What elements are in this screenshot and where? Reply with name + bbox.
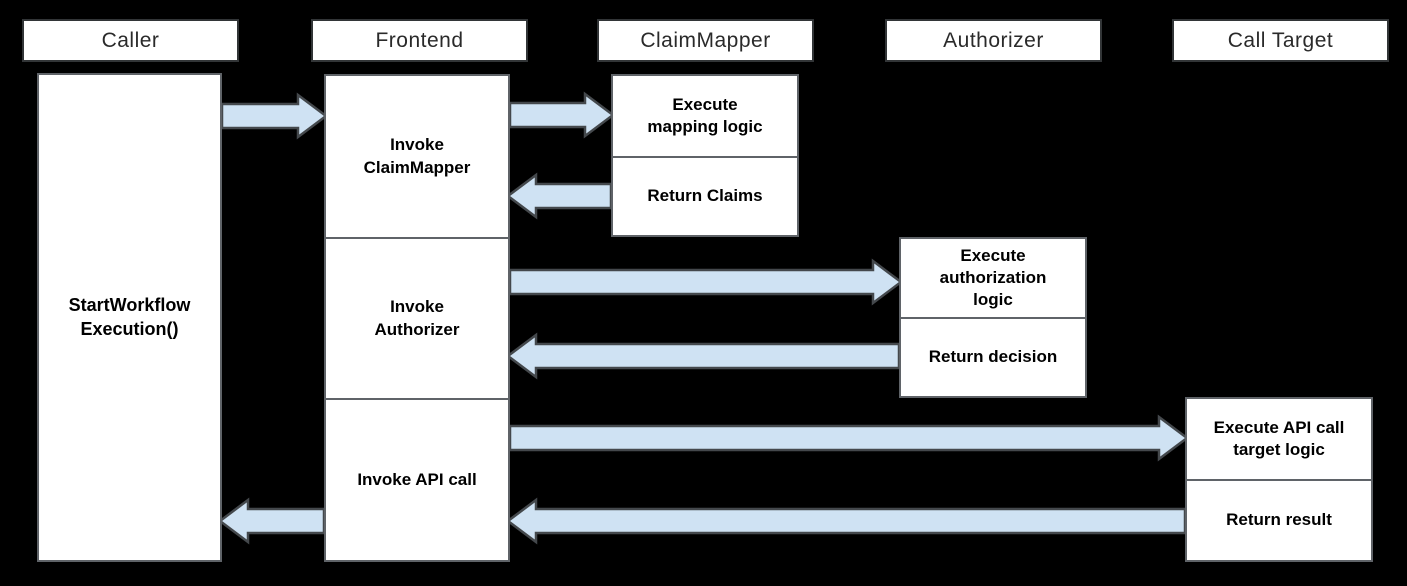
- lane-header-caller: Caller: [22, 19, 239, 62]
- arrow-claimmapper-return-claims: [505, 172, 613, 220]
- caller-activation-box: StartWorkflow Execution(): [37, 73, 222, 562]
- authorizer-step-execute-authorization-logic: Execute authorization logic: [901, 239, 1085, 317]
- claimmapper-activation-stack: Execute mapping logic Return Claims: [611, 74, 799, 237]
- lane-header-label: ClaimMapper: [640, 28, 771, 52]
- step-label: Invoke Authorizer: [374, 297, 460, 339]
- frontend-step-invoke-authorizer: Invoke Authorizer: [326, 237, 508, 398]
- call-target-step-return-result: Return result: [1187, 479, 1371, 560]
- frontend-step-invoke-claimmapper: Invoke ClaimMapper: [326, 76, 508, 237]
- lane-header-label: Call Target: [1227, 28, 1334, 52]
- step-label: Invoke API call: [357, 469, 477, 489]
- step-label: Return decision: [928, 347, 1058, 367]
- lane-header-label: Authorizer: [943, 28, 1044, 52]
- arrow-caller-to-frontend: [220, 92, 329, 140]
- frontend-step-invoke-api-call: Invoke API call: [326, 398, 508, 560]
- lane-header-call-target: Call Target: [1172, 19, 1389, 62]
- step-label: Execute API call target logic: [1213, 417, 1345, 459]
- arrow-frontend-to-authorizer: [508, 258, 904, 306]
- lane-header-claimmapper: ClaimMapper: [597, 19, 814, 62]
- authorizer-step-return-decision: Return decision: [901, 317, 1085, 396]
- step-label: Return Claims: [647, 186, 763, 206]
- claimmapper-step-return-claims: Return Claims: [613, 156, 797, 235]
- step-label: Invoke ClaimMapper: [363, 135, 471, 177]
- step-label: Return result: [1226, 510, 1332, 530]
- lane-header-label: Frontend: [375, 28, 464, 52]
- step-label: Execute mapping logic: [647, 94, 763, 136]
- step-label: Execute authorization logic: [939, 245, 1047, 310]
- lane-header-authorizer: Authorizer: [885, 19, 1102, 62]
- call-target-step-execute-api-call-target-logic: Execute API call target logic: [1187, 399, 1371, 479]
- arrow-frontend-return-to-caller: [217, 497, 326, 545]
- call-target-activation-stack: Execute API call target logic Return res…: [1185, 397, 1373, 562]
- arrow-authorizer-return-decision: [505, 332, 901, 380]
- arrow-calltarget-return-result: [505, 497, 1187, 545]
- caller-step-label: StartWorkflow Execution(): [68, 295, 191, 339]
- lane-header-frontend: Frontend: [311, 19, 528, 62]
- claimmapper-step-execute-mapping-logic: Execute mapping logic: [613, 76, 797, 156]
- arrow-frontend-to-claimmapper: [508, 91, 616, 139]
- lane-header-label: Caller: [101, 28, 160, 52]
- authorizer-activation-stack: Execute authorization logic Return decis…: [899, 237, 1087, 398]
- frontend-activation-stack: Invoke ClaimMapper Invoke Authorizer Inv…: [324, 74, 510, 562]
- arrow-frontend-to-calltarget: [508, 414, 1190, 462]
